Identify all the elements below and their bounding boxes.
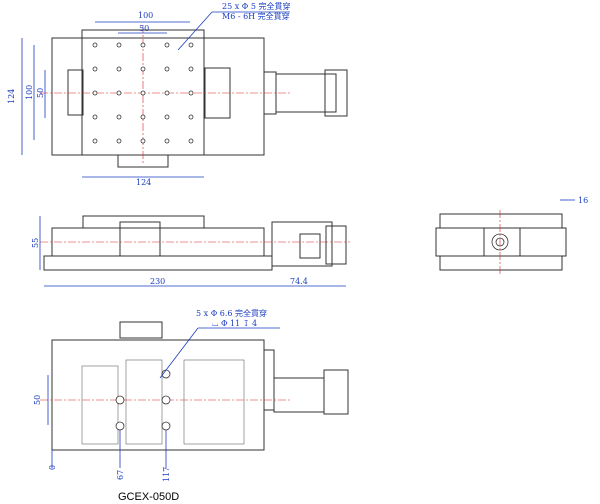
mounting-hole: [188, 138, 194, 144]
top-view: [40, 25, 348, 168]
dim-50-bottom: 50: [33, 395, 42, 405]
mounting-hole: [164, 114, 170, 120]
note-counterbore: ⌴ Φ 11 ↧ 4: [212, 319, 257, 328]
dim-124-horizontal: 124: [136, 178, 151, 187]
mounting-hole: [164, 66, 170, 72]
mounting-hole: [92, 114, 98, 120]
dim-16: 16: [578, 196, 588, 205]
mounting-hole: [92, 42, 98, 48]
mounting-hole: [140, 138, 146, 144]
mounting-hole: [140, 42, 146, 48]
dim-50-horizontal: 50: [139, 24, 149, 33]
mounting-hole: [164, 138, 170, 144]
mounting-hole: [116, 66, 122, 72]
side-dimensions: 55 230 74.4: [31, 216, 346, 287]
mounting-hole: [92, 66, 98, 72]
top-dimensions: 100 50 124 124 100 50 25 x Φ 5 完全貫穿 M6 -…: [7, 1, 291, 187]
mounting-hole: [116, 138, 122, 144]
dim-50-vertical: 50: [36, 88, 45, 98]
mounting-hole: [188, 90, 194, 96]
mounting-hole: [92, 90, 98, 96]
end-view: 16: [435, 196, 588, 275]
mounting-hole: [188, 42, 194, 48]
mounting-hole: [188, 114, 194, 120]
dim-0: 0: [48, 465, 57, 470]
bottom-dimensions: 5 x Φ 6.6 完全貫穿 ⌴ Φ 11 ↧ 4 50 0 67 117: [33, 308, 280, 482]
dim-124-vertical: 124: [7, 89, 16, 104]
note-thread: M6 - 6H 完全貫穿: [222, 11, 290, 21]
side-view: [40, 215, 350, 271]
mounting-hole: [116, 42, 122, 48]
dim-67: 67: [116, 470, 125, 480]
mounting-hole: [164, 90, 170, 96]
dim-100-vertical: 100: [25, 85, 34, 100]
dim-117: 117: [162, 467, 171, 482]
note-holes: 25 x Φ 5 完全貫穿: [222, 1, 291, 11]
mounting-hole: [140, 66, 146, 72]
dim-55: 55: [31, 238, 40, 248]
model-label: GCEX-050D: [118, 491, 179, 503]
mounting-hole: [92, 138, 98, 144]
mounting-hole: [140, 90, 146, 96]
mounting-hole: [188, 66, 194, 72]
dim-230: 230: [150, 277, 165, 286]
dim-74-4: 74.4: [290, 277, 308, 286]
mounting-hole: [164, 42, 170, 48]
bottom-view: [40, 321, 349, 451]
dim-100-horizontal: 100: [138, 11, 153, 20]
mounting-hole: [116, 90, 122, 96]
note-holes-bottom: 5 x Φ 6.6 完全貫穿: [196, 308, 267, 318]
mounting-hole: [140, 114, 146, 120]
mounting-hole: [116, 114, 122, 120]
